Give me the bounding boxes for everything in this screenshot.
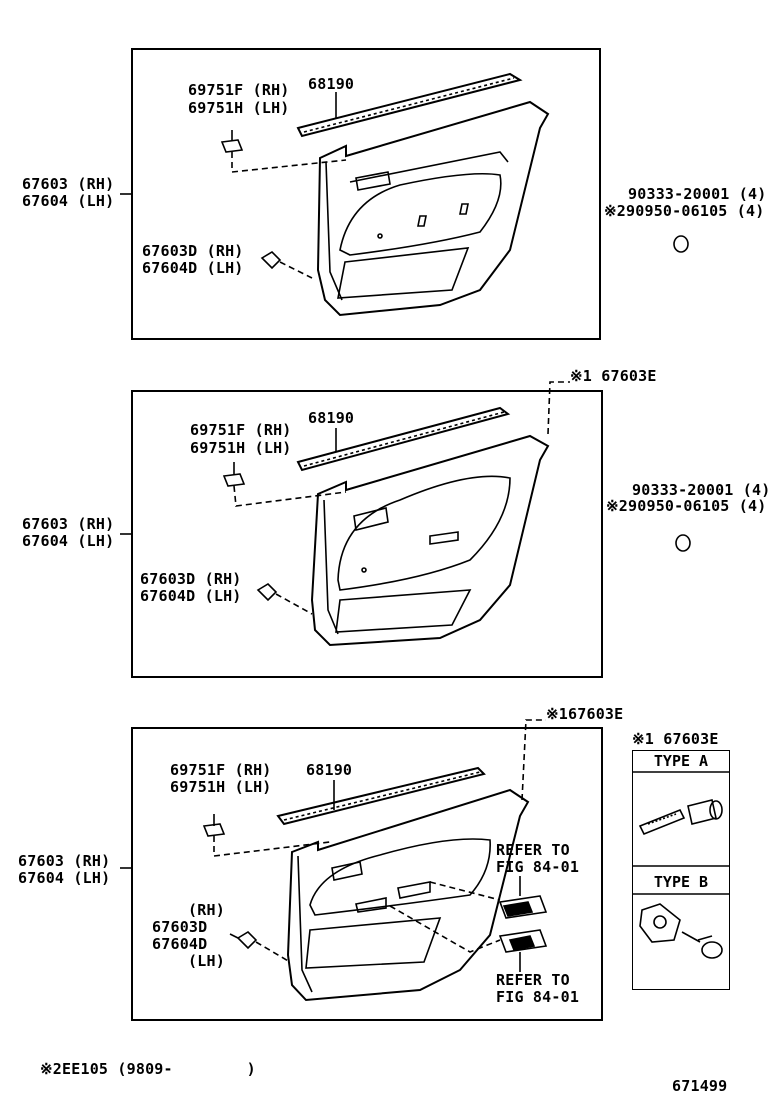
clip-label-lh: 69751H (LH) (188, 99, 290, 117)
weatherstrip-68190-p1 (296, 72, 523, 138)
type-a-heading: TYPE A (653, 752, 709, 770)
refer-top-line-1: REFER TO (496, 841, 570, 859)
fastener-label-rh: (RH) (188, 901, 225, 919)
screw-label-1: 90333-20001 (4) (628, 185, 767, 203)
weatherstrip-label: 68190 (308, 75, 355, 93)
refer-bottom-line-1: REFER TO (496, 971, 570, 989)
clip-label-rh: 69751F (RH) (190, 421, 292, 439)
footer-note: ※2EE105 (9809- ) (40, 1060, 256, 1078)
clip-69751-p2 (222, 473, 246, 487)
door-trim-board-p2 (310, 434, 550, 647)
refer-top-line-2: FIG 84-01 (496, 858, 580, 876)
screw-label-2: ※290950-06105 (4) (606, 497, 767, 515)
panel-1-art (120, 72, 689, 317)
refer-bottom-line-2: FIG 84-01 (496, 988, 580, 1006)
fastener-label-rh: 67603D (RH) (142, 242, 244, 260)
fastener-label-lh-number: 67604D (152, 935, 208, 953)
board-label-rh: 67603 (RH) (18, 852, 111, 870)
type-b-pin (697, 935, 713, 941)
clip-label-rh: 69751F (RH) (188, 81, 290, 99)
panel-2-art (120, 381, 691, 647)
fastener-label-rh: 67603D (RH) (140, 570, 242, 588)
clip-label-rh: 69751F (RH) (170, 761, 272, 779)
fastener-label-lh: (LH) (188, 952, 225, 970)
type-b-heading: TYPE B (653, 873, 709, 891)
panel-3-art (120, 719, 548, 1002)
weatherstrip-68190-p3 (276, 766, 486, 826)
board-label-lh: 67604 (LH) (18, 869, 111, 887)
panel-1-frame (131, 48, 601, 340)
fastener-67603d-p3 (236, 930, 258, 950)
clip-69751-p1 (220, 139, 244, 153)
type-a-pin (638, 808, 686, 836)
board-label-rh: 67603 (RH) (22, 175, 115, 193)
screw-90333-p2 (675, 534, 691, 552)
board-label-lh: 67604 (LH) (22, 532, 115, 550)
ref-67603e-label: ※167603E (546, 705, 624, 723)
weatherstrip-label: 68190 (306, 761, 353, 779)
fastener-67603d-p2 (256, 582, 278, 602)
door-trim-board-p3 (286, 788, 530, 1002)
type-b-clip (639, 903, 681, 943)
fastener-label-lh: 67604D (LH) (140, 587, 242, 605)
board-label-lh: 67604 (LH) (22, 192, 115, 210)
screw-label-1: 90333-20001 (4) (632, 481, 770, 499)
panel-3-frame (131, 727, 603, 1021)
panel-2-frame (131, 390, 603, 678)
switch-part-top (498, 895, 548, 919)
screw-label-2: ※290950-06105 (4) (604, 202, 765, 220)
clip-label-lh: 69751H (LH) (190, 439, 292, 457)
type-a-grommet (687, 799, 717, 825)
type-legend-title: ※1 67603E (632, 730, 719, 748)
door-trim-board-p1 (316, 100, 550, 317)
screw-90333-p1 (673, 235, 689, 253)
fastener-67603d-p1 (260, 250, 282, 270)
type-legend-art (632, 771, 730, 959)
clip-label-lh: 69751H (LH) (170, 778, 272, 796)
fastener-label-rh-number: 67603D (152, 918, 208, 936)
fastener-label-lh: 67604D (LH) (142, 259, 244, 277)
type-legend-box (632, 750, 730, 990)
ref-67603e-label: ※1 67603E (570, 367, 657, 385)
weatherstrip-label: 68190 (308, 409, 355, 427)
catalog-number: 671499 (672, 1077, 728, 1095)
weatherstrip-68190-p2 (296, 406, 511, 472)
switch-part-bottom (498, 929, 548, 953)
board-label-rh: 67603 (RH) (22, 515, 115, 533)
